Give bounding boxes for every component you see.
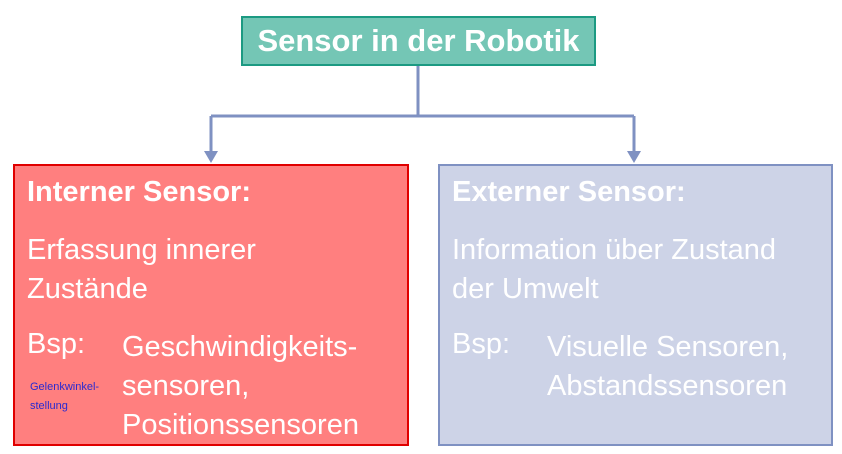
example-line: Geschwindigkeits- xyxy=(122,331,358,363)
external-examples: Visuelle Sensoren, Abstandssensoren xyxy=(547,328,788,406)
root-node-label: Sensor in der Robotik xyxy=(257,23,580,58)
arrowhead-left xyxy=(204,151,218,163)
description-line: Zustände xyxy=(27,273,148,305)
example-line: sensoren, xyxy=(122,370,250,402)
description-line: Information über Zustand xyxy=(452,234,777,266)
internal-sensor-heading: Interner Sensor: xyxy=(27,176,251,208)
example-line: Positionssensoren xyxy=(122,409,359,441)
external-sensor-heading: Externer Sensor: xyxy=(452,176,686,208)
example-line: Visuelle Sensoren, xyxy=(547,331,789,363)
root-node-sensor-robotik: Sensor in der Robotik xyxy=(241,16,596,66)
description-line: Erfassung innerer xyxy=(27,234,256,266)
external-sensor-description: Information über Zustand der Umwelt xyxy=(452,231,776,309)
arrowhead-right xyxy=(627,151,641,163)
note-line: Gelenkwinkel- xyxy=(30,381,100,393)
internal-example-label: Bsp: xyxy=(27,328,86,360)
internal-note: Gelenkwinkel- stellung xyxy=(30,378,99,416)
description-line: der Umwelt xyxy=(452,273,599,305)
external-sensor-box: Externer Sensor: Information über Zustan… xyxy=(438,164,833,446)
internal-sensor-description: Erfassung innerer Zustände xyxy=(27,231,256,309)
internal-examples: Geschwindigkeits- sensoren, Positionssen… xyxy=(122,328,359,445)
internal-sensor-box: Interner Sensor: Erfassung innerer Zustä… xyxy=(13,164,409,446)
note-line: stellung xyxy=(30,400,68,412)
external-example-label: Bsp: xyxy=(452,328,511,360)
example-line: Abstandssensoren xyxy=(547,370,788,402)
